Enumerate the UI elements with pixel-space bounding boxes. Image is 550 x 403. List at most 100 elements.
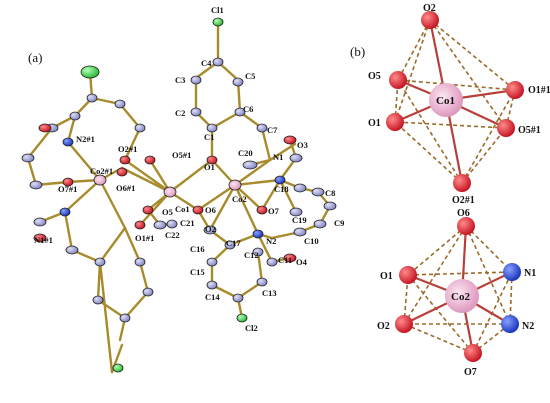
oxygen-atom	[38, 123, 52, 133]
oxygen-atom	[116, 167, 128, 177]
cobalt-atom	[429, 83, 463, 117]
oxygen-atom	[464, 344, 482, 362]
oxygen-atom	[386, 113, 404, 131]
atom-label: O1	[204, 162, 215, 172]
oxygen-atom	[256, 205, 268, 215]
oxygen-atom	[497, 119, 515, 137]
atom-label: O6	[205, 205, 216, 215]
carbon-atom	[313, 219, 327, 229]
carbon-atom	[293, 227, 307, 237]
carbon-atom	[94, 257, 106, 267]
atom-label: O7	[268, 206, 280, 216]
carbon-atom	[65, 245, 79, 255]
carbon-atom	[289, 207, 303, 217]
oxygen-atom	[389, 71, 407, 89]
carbon-atom	[256, 123, 268, 133]
panel-a-label: (a)	[28, 50, 42, 65]
atom-label: Cl2	[245, 323, 258, 333]
carbon-atom	[134, 123, 146, 133]
cobalt-atom	[228, 179, 242, 191]
atom-label: Co1	[436, 95, 455, 107]
oxygen-atom	[134, 220, 146, 230]
oxygen-atom	[453, 174, 471, 192]
carbon-atom	[166, 219, 178, 229]
carbon-atom	[69, 111, 81, 121]
atom-label: O5	[368, 71, 381, 82]
nitrogen-atom	[274, 175, 286, 185]
atom-label: O6	[457, 208, 470, 219]
atom-label: C5	[245, 71, 255, 81]
carbon-atom	[29, 180, 43, 190]
carbon-atom	[190, 75, 202, 85]
atom-label: C2	[175, 108, 185, 118]
atom-label: O1	[380, 271, 393, 282]
atom-label: C3	[175, 75, 185, 85]
nitrogen-atom	[59, 207, 71, 217]
panel-b-label: (b)	[350, 44, 365, 59]
atom-label: O2	[377, 321, 390, 332]
oxygen-atom	[506, 81, 524, 99]
atom-label: O3	[297, 140, 308, 150]
atom-label: C14	[205, 292, 220, 302]
oxygen-atom	[119, 155, 131, 165]
oxygen-atom	[283, 253, 297, 263]
carbon-atom	[86, 93, 98, 103]
atom-label: C19	[292, 215, 307, 225]
atom-label: C12	[244, 250, 259, 260]
chlorine-atom	[212, 17, 224, 27]
atom-label: O1#1	[528, 85, 550, 96]
carbon-atom	[206, 123, 218, 133]
oxygen-atom	[206, 155, 218, 165]
carbon-atom	[252, 247, 264, 257]
atom-label: Co2#1	[90, 166, 113, 176]
cobalt-atom	[163, 186, 177, 198]
carbon-atom	[134, 257, 146, 267]
atom-label: N1#1	[34, 235, 53, 245]
carbon-atom	[114, 99, 126, 109]
carbon-atom	[153, 220, 167, 230]
atom-label: Cl1	[211, 5, 224, 15]
panel-a-structure: (a)	[21, 5, 344, 374]
chlorine-atom	[80, 65, 100, 79]
atom-label: C13	[262, 288, 277, 298]
carbon-atom	[323, 201, 337, 211]
oxygen-atom	[283, 135, 297, 145]
carbon-atom	[212, 57, 224, 67]
atom-label: O2	[423, 3, 436, 14]
oxygen-atom	[421, 11, 439, 29]
carbon-atom	[142, 287, 154, 297]
carbon-atom	[33, 217, 47, 227]
chlorine-atom	[112, 363, 124, 373]
cobalt-atom	[445, 279, 479, 313]
atom-label: C22	[165, 230, 180, 240]
oxygen-atom	[142, 205, 154, 215]
carbon-atom	[256, 277, 268, 287]
atom-label: O5#1	[172, 150, 191, 160]
carbon-atom	[266, 257, 278, 267]
carbon-atom	[224, 240, 236, 250]
atom-label: C11	[278, 255, 292, 265]
chlorine-atom	[236, 313, 248, 323]
atom-label: N2#1	[76, 134, 95, 144]
atom-label: C7	[267, 125, 278, 135]
carbon-atom	[293, 183, 307, 193]
nitrogen-atom	[501, 315, 519, 333]
panel-a-atoms	[21, 17, 337, 373]
atom-label: N1	[273, 152, 283, 162]
atom-label: Co1	[175, 204, 190, 214]
carbon-atom	[206, 280, 218, 290]
oxygen-atom	[192, 205, 204, 215]
carbon-atom	[190, 107, 202, 117]
atom-label: C17	[226, 238, 241, 248]
oxygen-atom	[399, 266, 417, 284]
atom-label: N2	[266, 236, 276, 246]
atom-label: O2#1	[452, 195, 475, 206]
nitrogen-atom	[503, 263, 521, 281]
carbon-atom	[203, 225, 217, 235]
atom-label: C18	[274, 184, 289, 194]
carbon-atom	[289, 153, 303, 163]
atom-label: N2	[522, 321, 534, 332]
atom-label: C21	[180, 218, 195, 228]
oxygen-atom	[457, 217, 475, 235]
